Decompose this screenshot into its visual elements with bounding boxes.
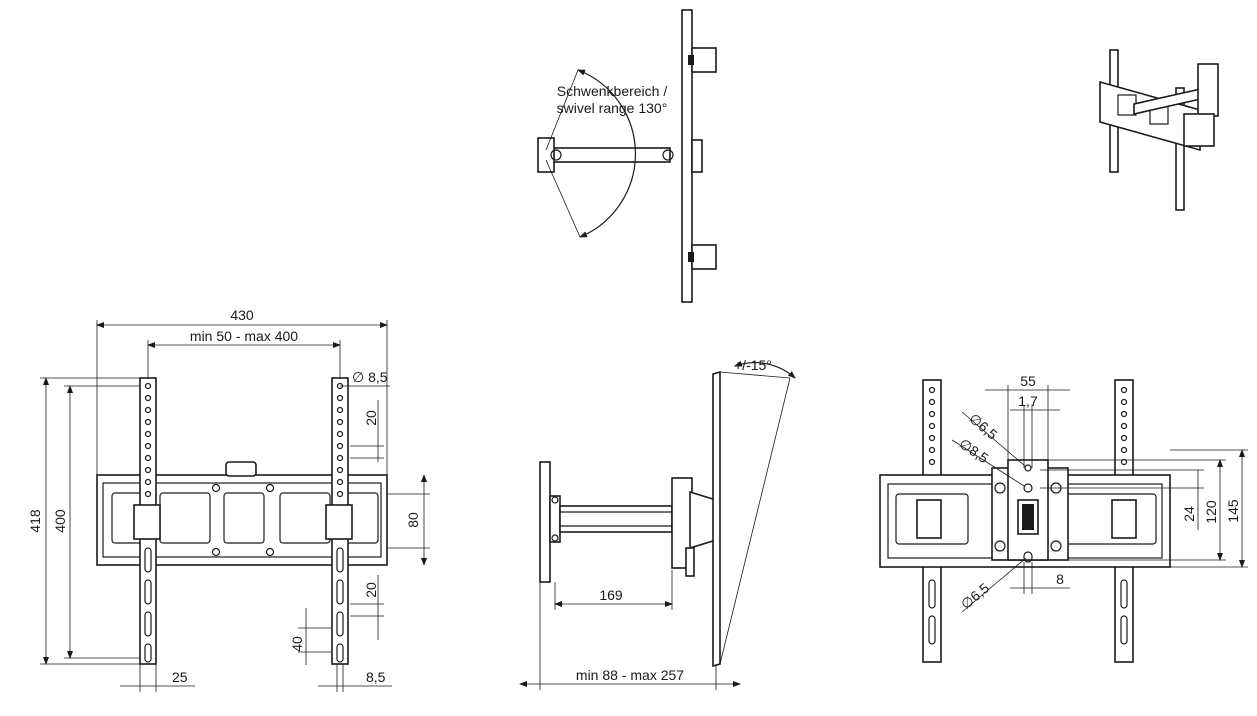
dim-slot-width: 8,5 — [366, 669, 386, 685]
dim-arm-length: 169 — [599, 587, 623, 603]
dim-hole-diameter: ∅ 8,5 — [352, 369, 388, 385]
dim-vesa-height: 400 — [52, 509, 68, 533]
dim-rail-height: 80 — [405, 512, 421, 528]
dim-hole-65-bottom: ∅6,5 — [958, 580, 993, 613]
dim-width-total: 430 — [230, 307, 254, 323]
dim-pitch-top: 20 — [363, 410, 379, 426]
swivel-arc — [577, 69, 637, 238]
side-top-view: Schwenkbereich / swivel range 130° — [537, 9, 717, 303]
swivel-label-line2: swivel range 130° — [557, 100, 668, 116]
dim-hole-65-top: ∅6,5 — [966, 410, 1001, 443]
front-view: 430 min 50 - max 400 ∅ 8,5 20 80 418 400… — [27, 307, 430, 692]
dim-slot-length: 40 — [289, 636, 305, 652]
dim-vesa-width: min 50 - max 400 — [190, 328, 298, 344]
side-top-arm — [549, 147, 671, 163]
dim-120: 120 — [1203, 500, 1219, 524]
side-top-bracket-lower — [691, 244, 717, 270]
wall-plate-view: 55 1,7 ∅6,5 ∅8,5 24 120 145 ∅6,5 8 — [879, 373, 1248, 663]
dim-8: 8 — [1056, 571, 1064, 587]
side-arm — [559, 505, 673, 533]
isometric-thumbnail — [1099, 49, 1219, 211]
dim-145: 145 — [1225, 499, 1241, 523]
dim-height-total: 418 — [27, 509, 43, 533]
side-tv-plate — [712, 370, 721, 668]
dim-arm-width: 25 — [172, 669, 188, 685]
dim-depth: min 88 - max 257 — [576, 667, 684, 683]
dim-pitch-bottom: 20 — [363, 582, 379, 598]
dim-width-17: 1,7 — [1018, 393, 1038, 409]
dim-24: 24 — [1181, 506, 1197, 522]
dim-width-55: 55 — [1020, 373, 1036, 389]
side-wall-plate — [539, 461, 551, 583]
swivel-label-line1: Schwenkbereich / — [557, 83, 668, 99]
dim-tilt: +/-15° — [734, 357, 772, 373]
side-view: +/-15° 169 min 88 - max 257 — [519, 357, 796, 690]
side-top-bracket-upper — [691, 47, 717, 73]
